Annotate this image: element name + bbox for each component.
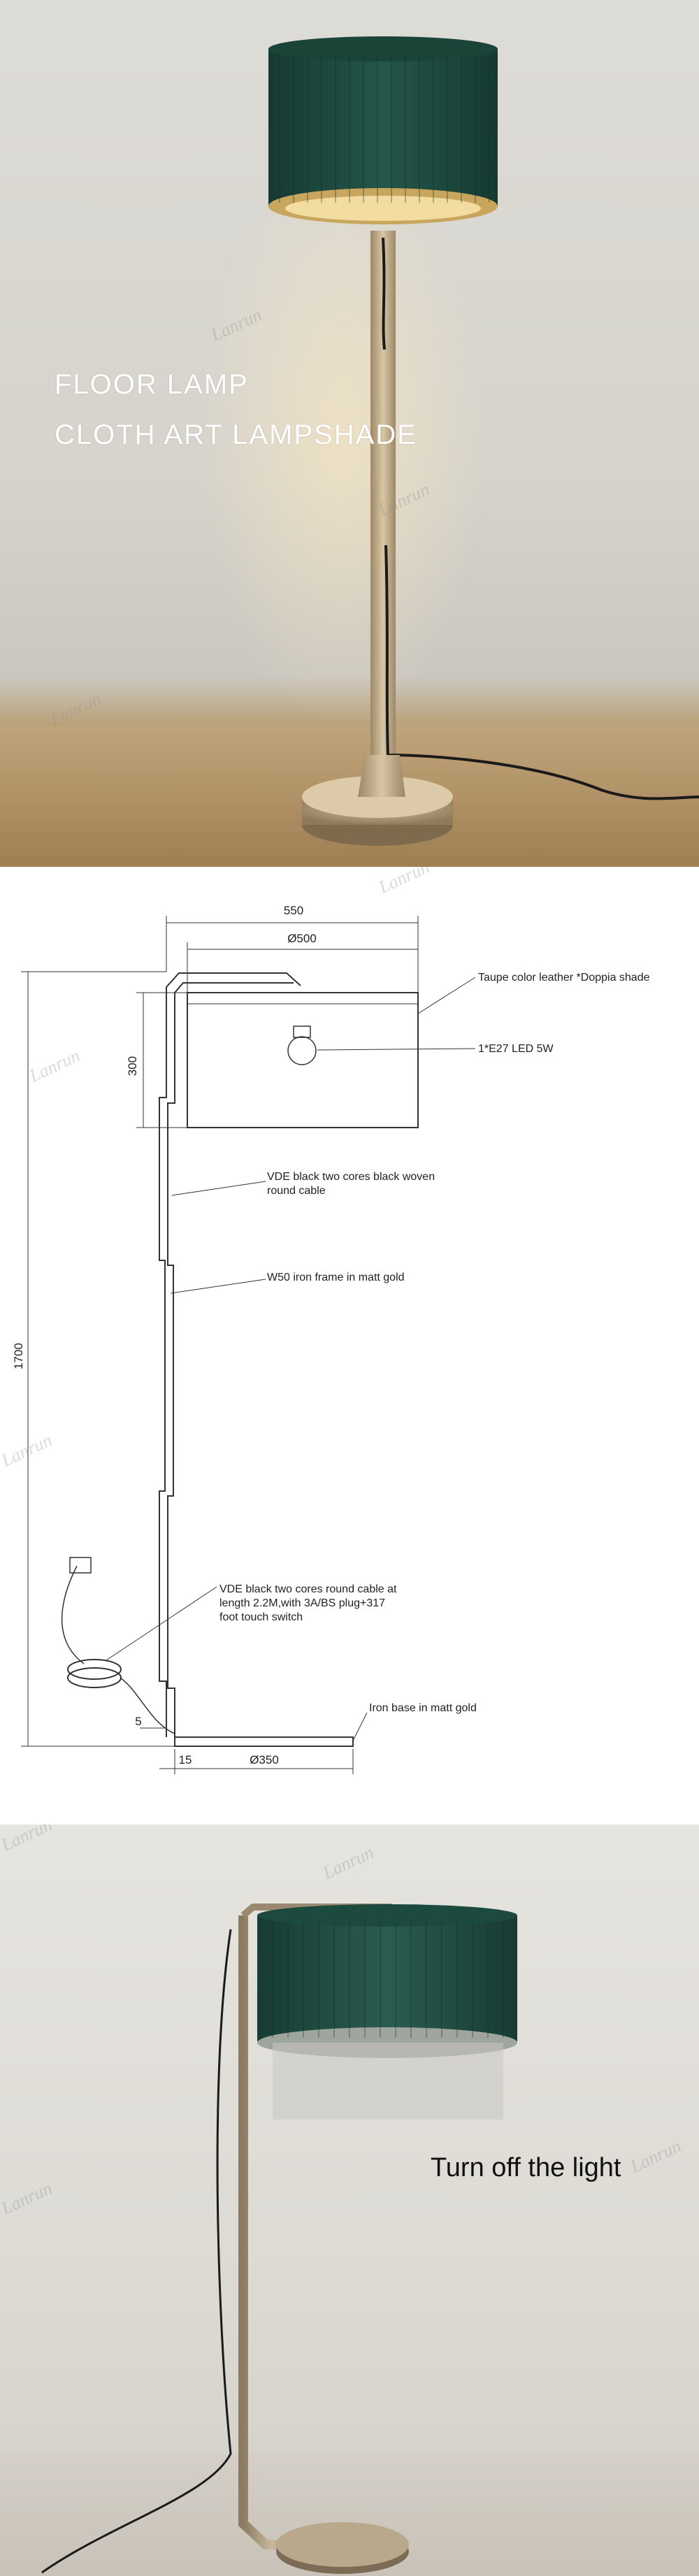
wall-glow (196, 154, 489, 727)
dim-shade-height: 300 (126, 1056, 139, 1076)
lamp-off-illustration (41, 1904, 517, 2574)
dim-base-diameter: Ø350 (250, 1753, 279, 1766)
note-switch-line3: foot touch switch (219, 1611, 303, 1623)
technical-drawing: 550 Ø500 300 1700 5 15 Ø350 Taupe color … (0, 867, 699, 1825)
product-photo-off: Turn off the light Lanrun Lanrun Lanrun … (0, 1825, 699, 2576)
dim-shade-diameter: Ø500 (287, 932, 317, 945)
note-frame: W50 iron frame in matt gold (267, 1272, 405, 1283)
note-base: Iron base in matt gold (369, 1702, 477, 1714)
dim-base-offset: 15 (179, 1753, 192, 1766)
dim-width-top: 550 (284, 904, 303, 917)
title-line-1: FLOOR LAMP (55, 369, 249, 400)
caption-turn-off: Turn off the light (431, 2153, 621, 2182)
dim-total-height: 1700 (12, 1343, 25, 1369)
note-cable-line1: VDE black two cores black woven (267, 1171, 435, 1183)
note-bulb: 1*E27 LED 5W (478, 1043, 554, 1055)
note-shade: Taupe color leather *Doppia shade (478, 972, 650, 984)
lamp-lit-illustration (268, 36, 699, 846)
dim-offset: 5 (135, 1715, 141, 1728)
note-switch-line2: length 2.2M,with 3A/BS plug+317 (219, 1597, 385, 1609)
title-line-2: CLOTH ART LAMPSHADE (55, 419, 417, 450)
product-photo-lit: FLOOR LAMP CLOTH ART LAMPSHADE Lanrun La… (0, 0, 699, 867)
note-cable-line2: round cable (267, 1185, 326, 1197)
note-switch-line1: VDE black two cores round cable at (219, 1583, 397, 1595)
